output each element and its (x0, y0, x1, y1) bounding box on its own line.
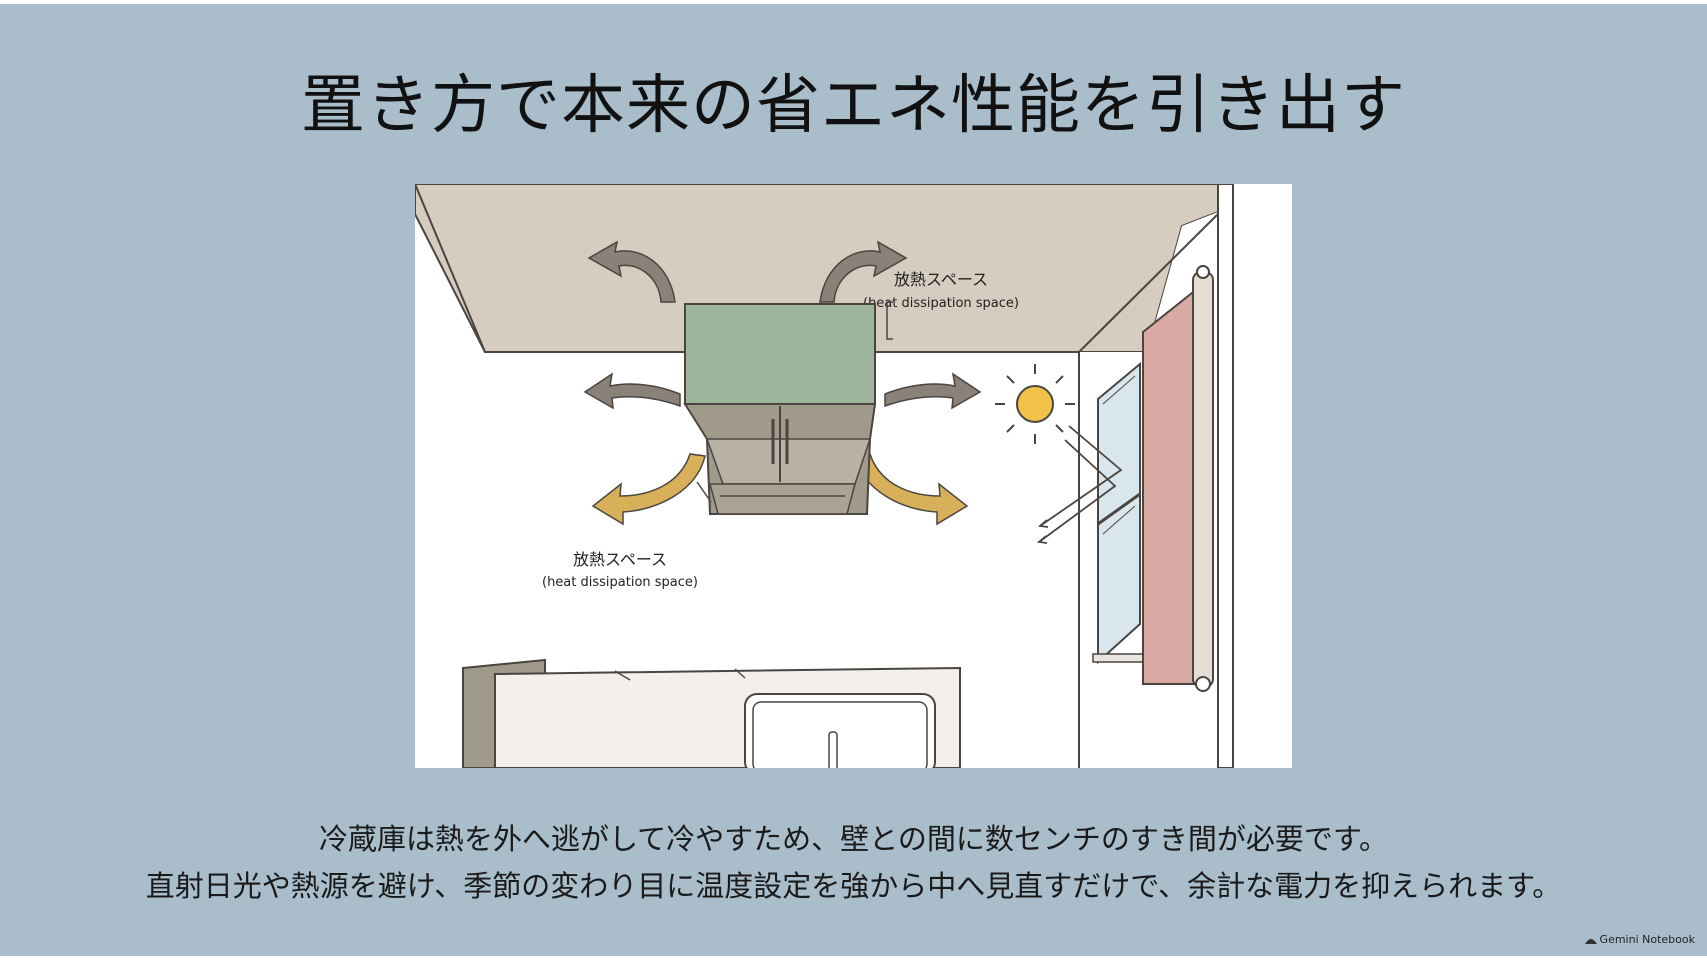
curtain-icon (1142, 265, 1214, 692)
illustration-svg: 放熱スペース (heat dissipation space) (415, 184, 1234, 768)
label-bottom-en: (heat dissipation space) (542, 575, 698, 590)
kitchen-illustration: 放熱スペース (heat dissipation space) (415, 184, 1292, 768)
right-wall-edge (1217, 184, 1234, 768)
slide: 置き方で本来の省エネ性能を引き出す (0, 4, 1707, 956)
window-icon (1092, 361, 1184, 665)
heat-arrow-icon (583, 240, 982, 410)
sunlight-rays (1036, 425, 1123, 544)
caption-line-2: 直射日光や熱源を避け、季節の変わり目に温度設定を強から中へ見直すだけで、余計な電… (145, 869, 1562, 903)
caption-line-1: 冷蔵庫は熱を外へ逃がして冷やすため、壁との間に数センチのすき間が必要です。 (319, 822, 1388, 856)
brand-badge: Gemini Notebook (1584, 933, 1695, 946)
label-bottom-jp: 放熱スペース (573, 550, 667, 569)
refrigerator-icon (683, 303, 877, 515)
label-top-jp: 放熱スペース (894, 270, 988, 289)
sun-icon (995, 364, 1075, 444)
brand-label: Gemini Notebook (1599, 933, 1695, 946)
label-top-en: (heat dissipation space) (863, 296, 1019, 311)
slide-title: 置き方で本来の省エネ性能を引き出す (301, 69, 1406, 143)
kitchen-counter (462, 658, 961, 768)
gemini-notebook-icon (1584, 938, 1597, 944)
